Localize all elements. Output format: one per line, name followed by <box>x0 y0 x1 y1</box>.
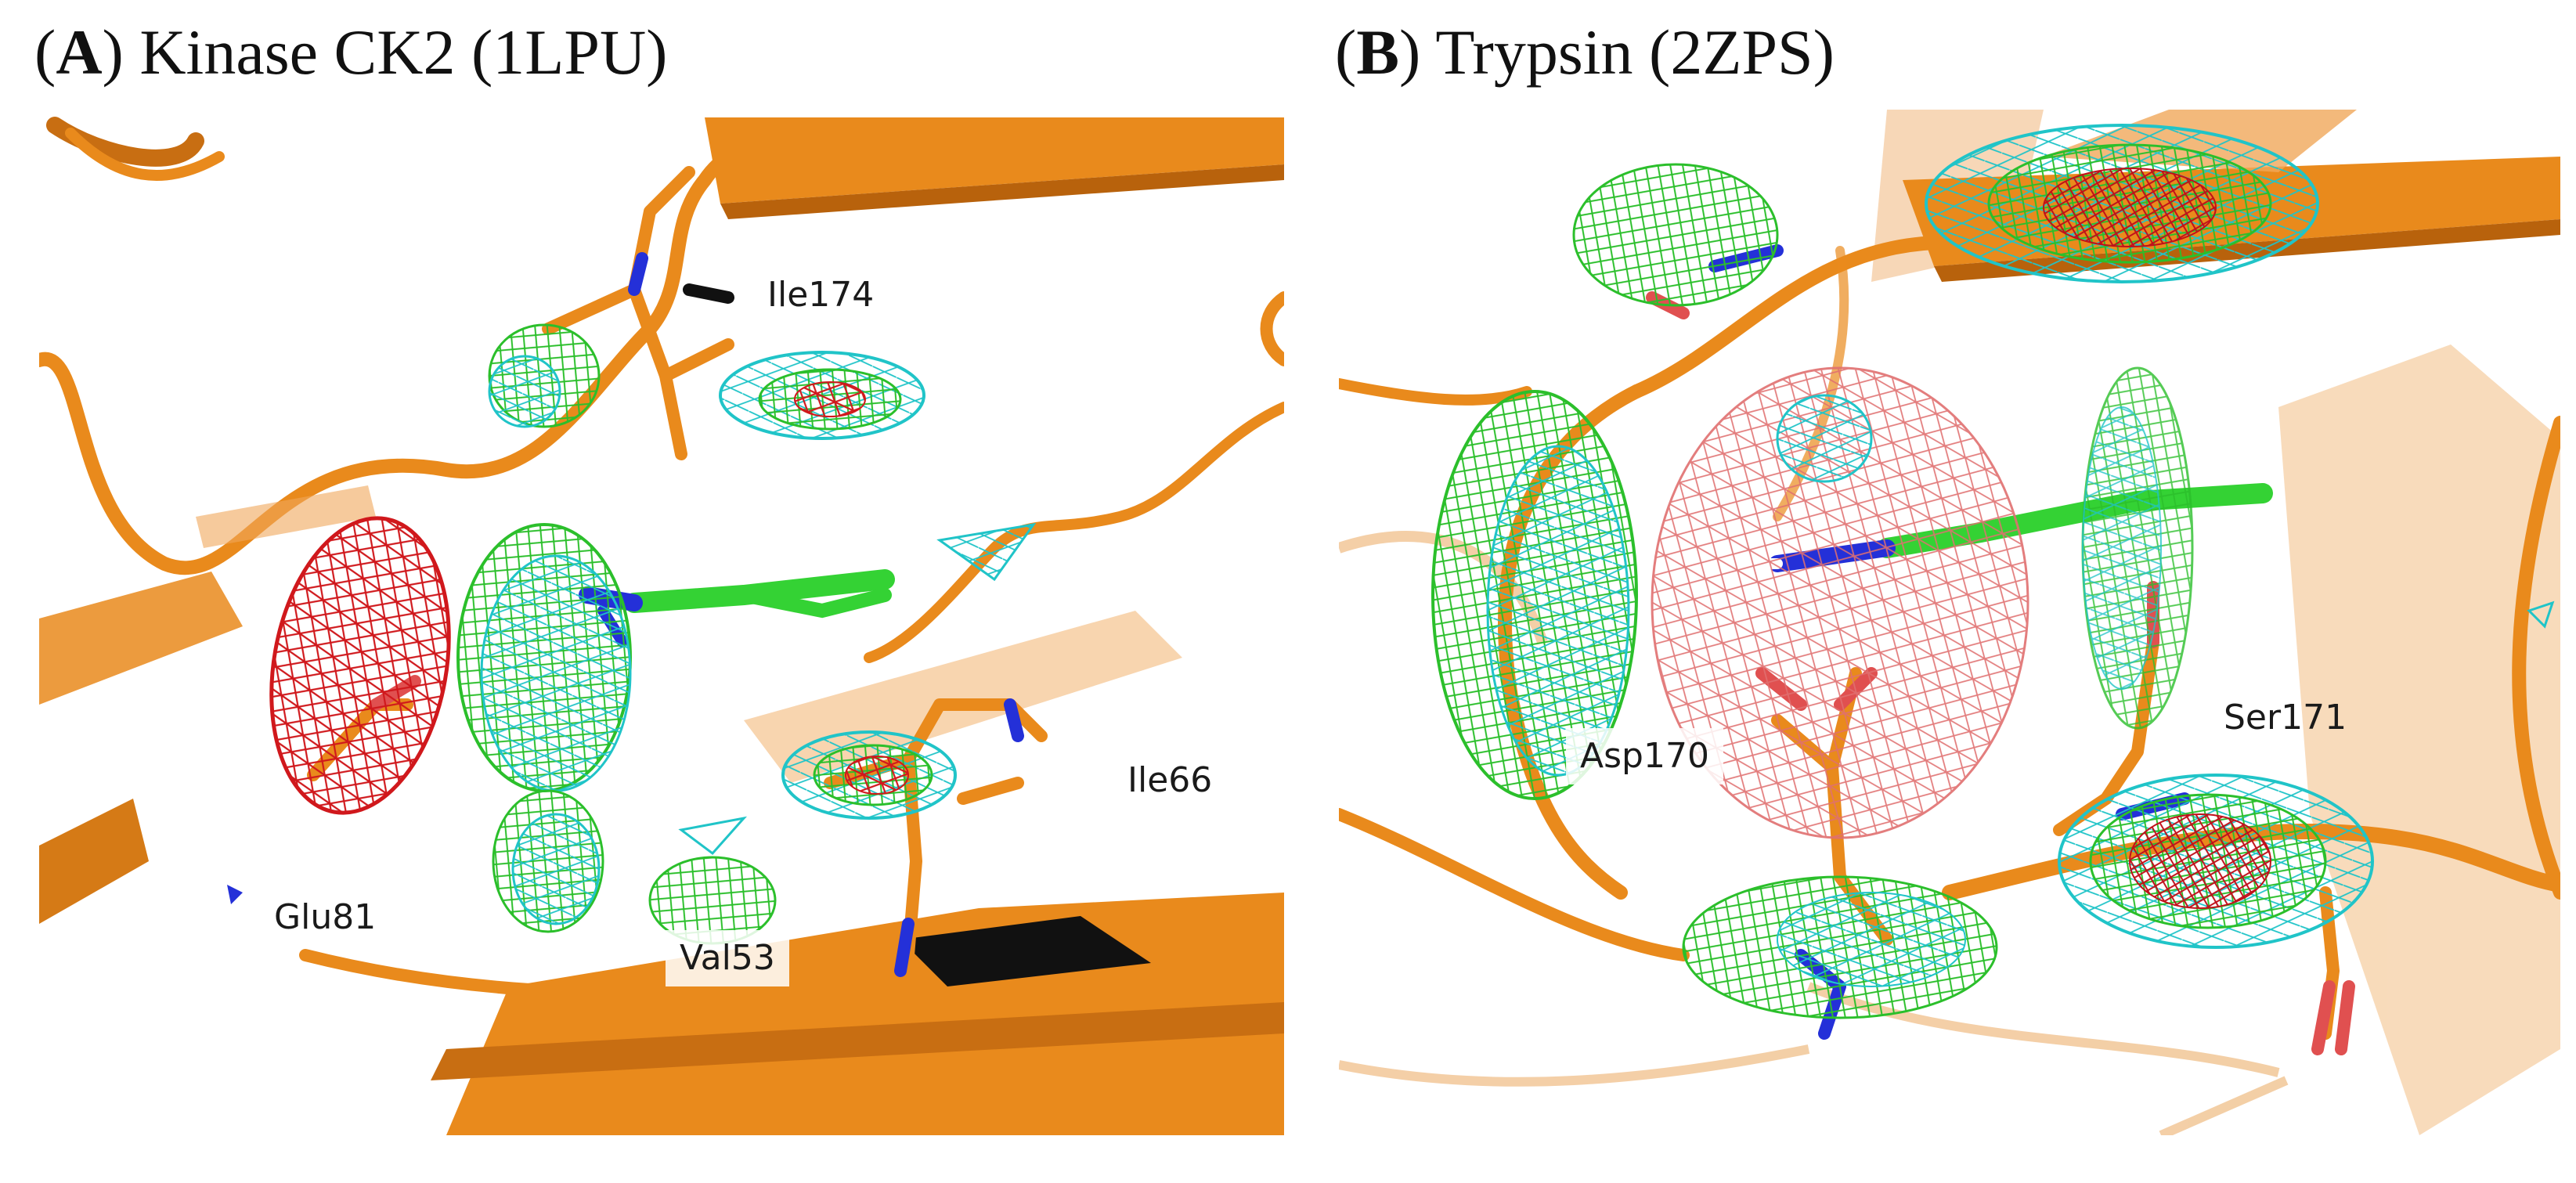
label-ser171: Ser171 <box>2224 698 2347 738</box>
panel-a-structure-image: Ile174 Ile66 Glu81 Val53 <box>39 110 1284 1135</box>
panel-a-ligand <box>579 569 895 647</box>
panel-b-title: (B) Trypsin (2ZPS) <box>1335 16 1835 88</box>
panel-a-density-meshes <box>227 323 1037 945</box>
panel-b-density-meshes <box>1431 124 2555 1019</box>
panel-a-ribbons <box>39 117 1284 999</box>
panel-b-letter: B <box>1356 16 1400 88</box>
label-ile66: Ile66 <box>1127 760 1213 800</box>
label-glu81: Glu81 <box>274 897 377 937</box>
panel-a-title-text: ) Kinase CK2 (1LPU) <box>102 16 668 88</box>
panel-b-structure-image: Asp170 Ser171 <box>1339 110 2560 1135</box>
panel-a-beta-sheets <box>39 117 1284 1135</box>
label-asp170: Asp170 <box>1566 728 1723 784</box>
panel-b-structure-drawing <box>1339 110 2560 1135</box>
panel-b-title-text: ) Trypsin (2ZPS) <box>1399 16 1835 88</box>
panel-a-title: (A) Kinase CK2 (1LPU) <box>34 16 668 88</box>
panel-a-structure-drawing <box>39 117 1284 1135</box>
label-ile174: Ile174 <box>767 275 875 315</box>
panel-a-letter: A <box>56 16 103 88</box>
label-val53: Val53 <box>666 930 789 986</box>
